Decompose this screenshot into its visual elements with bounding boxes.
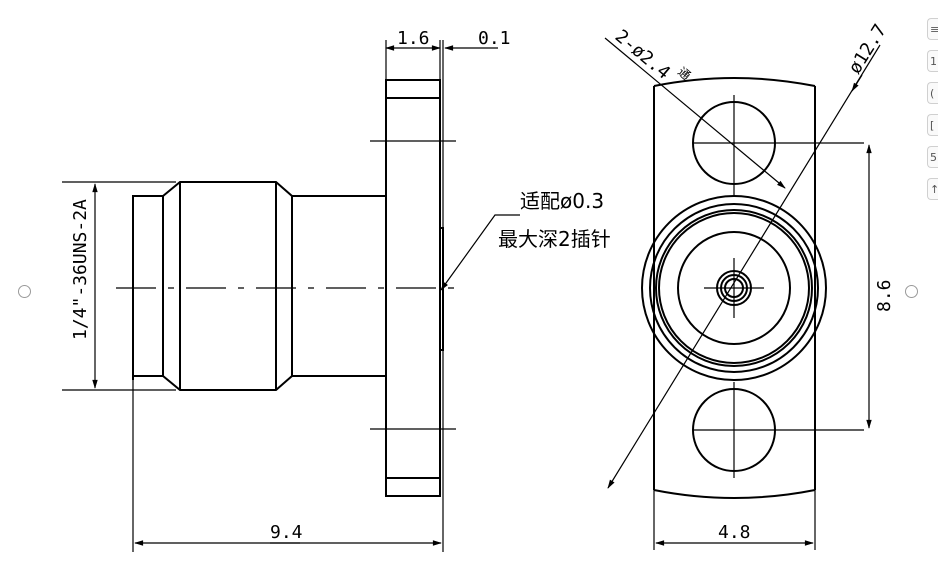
side-view (132, 79, 444, 497)
side-toolbar: ≡ 1 ( [ 5 ↑ (927, 18, 938, 210)
dim-thread-spec: 1/4"-36UNS-2A (70, 199, 91, 340)
toolbar-button-fit[interactable]: [ (927, 114, 938, 136)
flange-outline (653, 77, 816, 499)
toolbar-button-up[interactable]: ↑ (927, 178, 938, 200)
dim-bolt-circle: ø12.7 (844, 21, 891, 78)
toolbar-button-zoom[interactable]: 5 (927, 146, 938, 168)
dim-width: 4.8 (718, 522, 751, 543)
dielectric-ring (677, 231, 791, 345)
nut-front-segment (132, 195, 163, 377)
dim-hole-spec: 2-ø2.4 (611, 26, 674, 84)
next-page-button[interactable] (905, 285, 918, 298)
toolbar-button-page[interactable]: 1 (927, 50, 938, 72)
dim-top-flange: 1.6 (397, 28, 430, 49)
dim-height: 8.6 (874, 279, 895, 312)
toolbar-button-rotate[interactable]: ( (927, 82, 938, 104)
dim-top-gap: 0.1 (478, 28, 511, 49)
nut-body (162, 181, 293, 391)
prev-page-button[interactable] (18, 285, 31, 298)
dim-total-length: 9.4 (270, 522, 303, 543)
toolbar-button-menu[interactable]: ≡ (927, 18, 938, 40)
note-line-1: 适配ø0.3 (520, 189, 604, 213)
note-line-2: 最大深2插针 (498, 227, 611, 251)
